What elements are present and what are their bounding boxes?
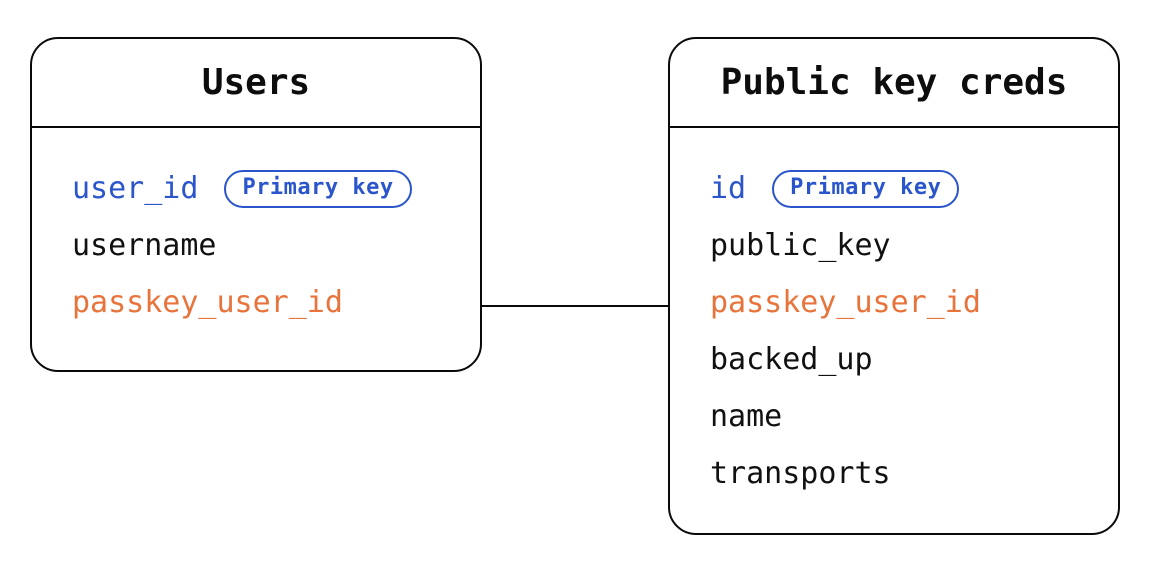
field-name: transports [710, 456, 891, 491]
field-name: name [710, 399, 783, 434]
relationship-line [482, 305, 668, 307]
field-row-name: name [710, 388, 1100, 445]
field-name: username [72, 228, 217, 263]
field-row-id: id Primary key [710, 160, 1100, 217]
primary-key-badge: Primary key [772, 169, 960, 208]
field-name: user_id [72, 171, 199, 206]
field-row-transports: transports [710, 445, 1100, 502]
field-name: id [710, 171, 747, 206]
field-name: passkey_user_id [710, 285, 981, 320]
table-title-users: Users [32, 39, 480, 128]
field-row-passkey_user_id: passkey_user_id [710, 274, 1100, 331]
field-name: public_key [710, 228, 891, 263]
field-row-user_id: user_id Primary key [72, 160, 462, 217]
field-name: passkey_user_id [72, 285, 343, 320]
field-name: backed_up [710, 342, 873, 377]
field-row-backed_up: backed_up [710, 331, 1100, 388]
table-title-public-key-creds: Public key creds [670, 39, 1118, 128]
table-card-public-key-creds: Public key creds id Primary key public_key… [668, 37, 1120, 535]
field-row-public_key: public_key [710, 217, 1100, 274]
field-row-username: username [72, 217, 462, 274]
primary-key-badge: Primary key [224, 169, 412, 208]
field-row-passkey_user_id: passkey_user_id [72, 274, 462, 331]
